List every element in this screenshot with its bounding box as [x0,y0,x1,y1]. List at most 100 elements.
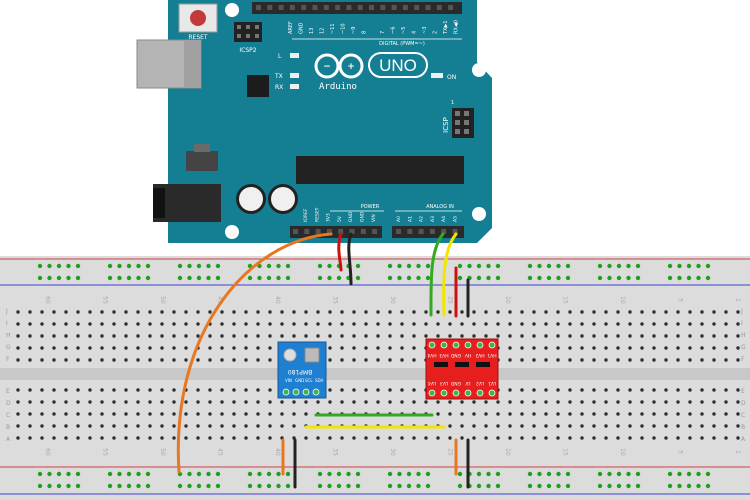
breadboard-hole[interactable] [340,358,344,362]
breadboard-hole[interactable] [688,436,692,440]
breadboard-hole[interactable] [352,322,356,326]
rail-hole[interactable] [626,483,631,489]
breadboard-hole[interactable] [532,358,536,362]
rail-hole[interactable] [527,471,533,477]
rail-hole[interactable] [597,275,603,281]
breadboard-hole[interactable] [16,424,20,428]
breadboard-hole[interactable] [652,358,656,362]
rail-hole[interactable] [425,275,431,281]
wire-gnd-black[interactable] [347,232,353,286]
rail-hole[interactable] [597,483,603,489]
breadboard-hole[interactable] [172,346,176,350]
breadboard-hole[interactable] [616,424,620,428]
breadboard-hole[interactable] [124,334,128,338]
breadboard-hole[interactable] [664,346,668,350]
header-pin[interactable] [346,5,352,10]
breadboard-hole[interactable] [64,400,68,404]
rail-hole[interactable] [677,275,682,281]
breadboard-hole[interactable] [724,400,728,404]
breadboard-hole[interactable] [604,310,608,314]
breadboard-hole[interactable] [148,310,152,314]
rail-hole[interactable] [336,471,342,477]
breadboard-hole[interactable] [196,400,200,404]
rail-hole[interactable] [56,471,62,477]
breadboard-hole[interactable] [100,358,104,362]
rail-hole[interactable] [425,483,431,489]
rail-hole[interactable] [607,483,612,489]
breadboard-hole[interactable] [268,424,272,428]
breadboard-hole[interactable] [616,400,620,404]
breadboard-hole[interactable] [232,436,236,440]
breadboard-hole[interactable] [472,334,476,338]
breadboard-hole[interactable] [736,358,740,362]
breadboard-hole[interactable] [316,310,320,314]
breadboard-hole[interactable] [400,388,404,392]
breadboard-hole[interactable] [16,358,20,362]
breadboard-hole[interactable] [40,334,44,338]
breadboard-hole[interactable] [232,334,236,338]
rail-hole[interactable] [215,471,221,477]
rail-hole[interactable] [495,483,501,489]
rail-hole[interactable] [196,471,202,477]
breadboard-hole[interactable] [676,322,680,326]
rail-hole[interactable] [546,263,552,269]
header-pin[interactable] [349,229,355,234]
rail-hole[interactable] [457,263,463,269]
breadboard-hole[interactable] [544,346,548,350]
breadboard-hole[interactable] [400,358,404,362]
breadboard-hole[interactable] [232,310,236,314]
breadboard-hole[interactable] [628,334,632,338]
breadboard-hole[interactable] [592,310,596,314]
breadboard-hole[interactable] [556,358,560,362]
rail-hole[interactable] [696,483,701,489]
breadboard-hole[interactable] [88,310,92,314]
rail-hole[interactable] [565,471,571,477]
breadboard-hole[interactable] [544,400,548,404]
breadboard-hole[interactable] [292,322,296,326]
rail-hole[interactable] [47,471,52,477]
breadboard-hole[interactable] [544,424,548,428]
breadboard-hole[interactable] [76,334,80,338]
breadboard-hole[interactable] [364,400,368,404]
breadboard-hole[interactable] [592,412,596,416]
breadboard-hole[interactable] [664,322,668,326]
breadboard-hole[interactable] [52,436,56,440]
rail-hole[interactable] [406,263,412,269]
breadboard-hole[interactable] [664,436,668,440]
breadboard-hole[interactable] [136,334,140,338]
rail-hole[interactable] [47,483,52,489]
rail-hole[interactable] [136,263,141,269]
rail-hole[interactable] [126,275,132,281]
breadboard-hole[interactable] [328,346,332,350]
breadboard-hole[interactable] [40,424,44,428]
rail-hole[interactable] [75,275,81,281]
breadboard-hole[interactable] [532,412,536,416]
breadboard-hole[interactable] [148,400,152,404]
rail-hole[interactable] [626,275,631,281]
rail-hole[interactable] [117,263,122,269]
breadboard-hole[interactable] [412,346,416,350]
rail-hole[interactable] [37,471,43,477]
rail-hole[interactable] [266,275,272,281]
rail-hole[interactable] [686,483,692,489]
breadboard-hole[interactable] [208,334,212,338]
breadboard-hole[interactable] [232,412,236,416]
rail-hole[interactable] [416,263,421,269]
breadboard-hole[interactable] [520,436,524,440]
rail-hole[interactable] [126,483,132,489]
breadboard-hole[interactable] [604,388,608,392]
breadboard-hole[interactable] [652,310,656,314]
breadboard-hole[interactable] [172,424,176,428]
breadboard-hole[interactable] [388,388,392,392]
header-pin[interactable] [326,229,332,234]
breadboard-hole[interactable] [544,412,548,416]
breadboard-hole[interactable] [208,436,212,440]
rail-hole[interactable] [397,483,402,489]
breadboard-hole[interactable] [28,436,32,440]
breadboard-hole[interactable] [76,400,80,404]
breadboard-hole[interactable] [52,358,56,362]
breadboard-hole[interactable] [52,424,56,428]
rail-hole[interactable] [285,263,291,269]
breadboard-hole[interactable] [172,436,176,440]
breadboard-hole[interactable] [220,322,224,326]
